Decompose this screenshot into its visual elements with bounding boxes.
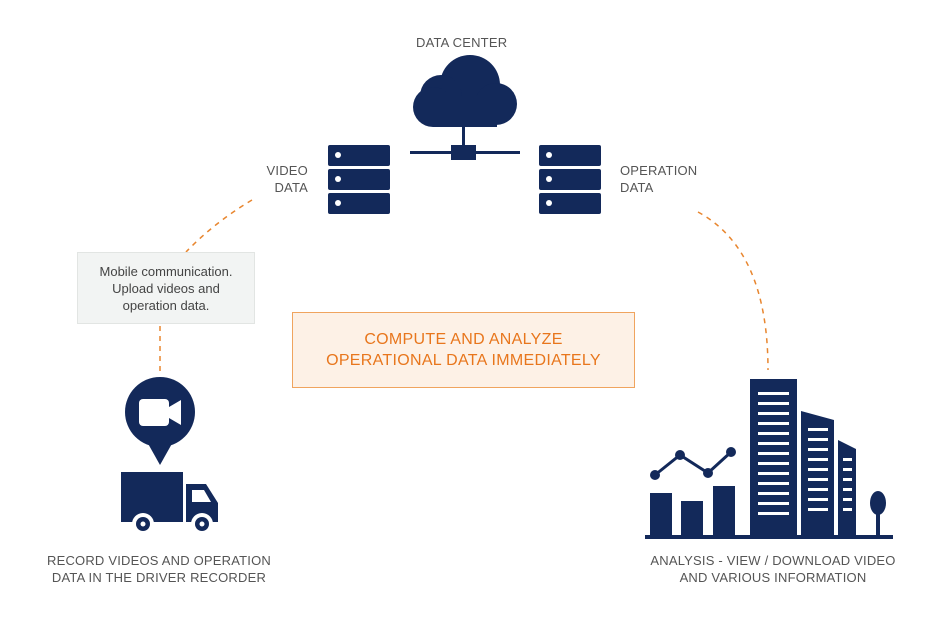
center-box-line-1: COMPUTE AND ANALYZE xyxy=(364,331,563,348)
dashed-connector-video xyxy=(185,199,253,253)
note-line-2: Upload videos and xyxy=(112,280,220,296)
operation-data-label: OPERATION DATA xyxy=(620,162,697,196)
center-box-line-2: OPERATIONAL DATA IMMEDIATELY xyxy=(326,352,601,369)
note-line-1: Mobile communication. xyxy=(99,263,233,279)
dashed-connector-operation xyxy=(697,211,769,371)
truck-icon xyxy=(121,472,218,535)
video-data-label-line-2: DATA xyxy=(274,180,308,195)
server-icon-left xyxy=(328,145,390,214)
left-caption-line-2: DATA IN THE DRIVER RECORDER xyxy=(51,570,267,585)
operation-data-label-line-2: DATA xyxy=(620,180,654,195)
video-data-label: VIDEO DATA xyxy=(240,162,308,196)
analytics-city-icon xyxy=(645,379,893,539)
left-caption-line-1: RECORD VIDEOS AND OPERATION xyxy=(46,553,272,568)
video-camera-pin-icon xyxy=(125,377,195,465)
server-icon-right xyxy=(539,145,601,214)
cloud-icon xyxy=(410,55,520,160)
left-caption: RECORD VIDEOS AND OPERATION DATA IN THE … xyxy=(20,552,298,586)
right-caption-line-1: ANALYSIS - VIEW / DOWNLOAD VIDEO xyxy=(650,553,896,568)
operation-data-label-line-1: OPERATION xyxy=(620,163,698,178)
note-line-3: operation data. xyxy=(122,297,210,313)
data-center-label: DATA CENTER xyxy=(416,35,508,50)
right-caption-line-2: AND VARIOUS INFORMATION xyxy=(679,570,867,585)
right-caption: ANALYSIS - VIEW / DOWNLOAD VIDEO AND VAR… xyxy=(620,552,926,586)
video-data-label-line-1: VIDEO xyxy=(266,163,308,178)
upload-note-box: Mobile communication. Upload videos and … xyxy=(77,252,255,324)
compute-analyze-box: COMPUTE AND ANALYZE OPERATIONAL DATA IMM… xyxy=(292,312,635,388)
